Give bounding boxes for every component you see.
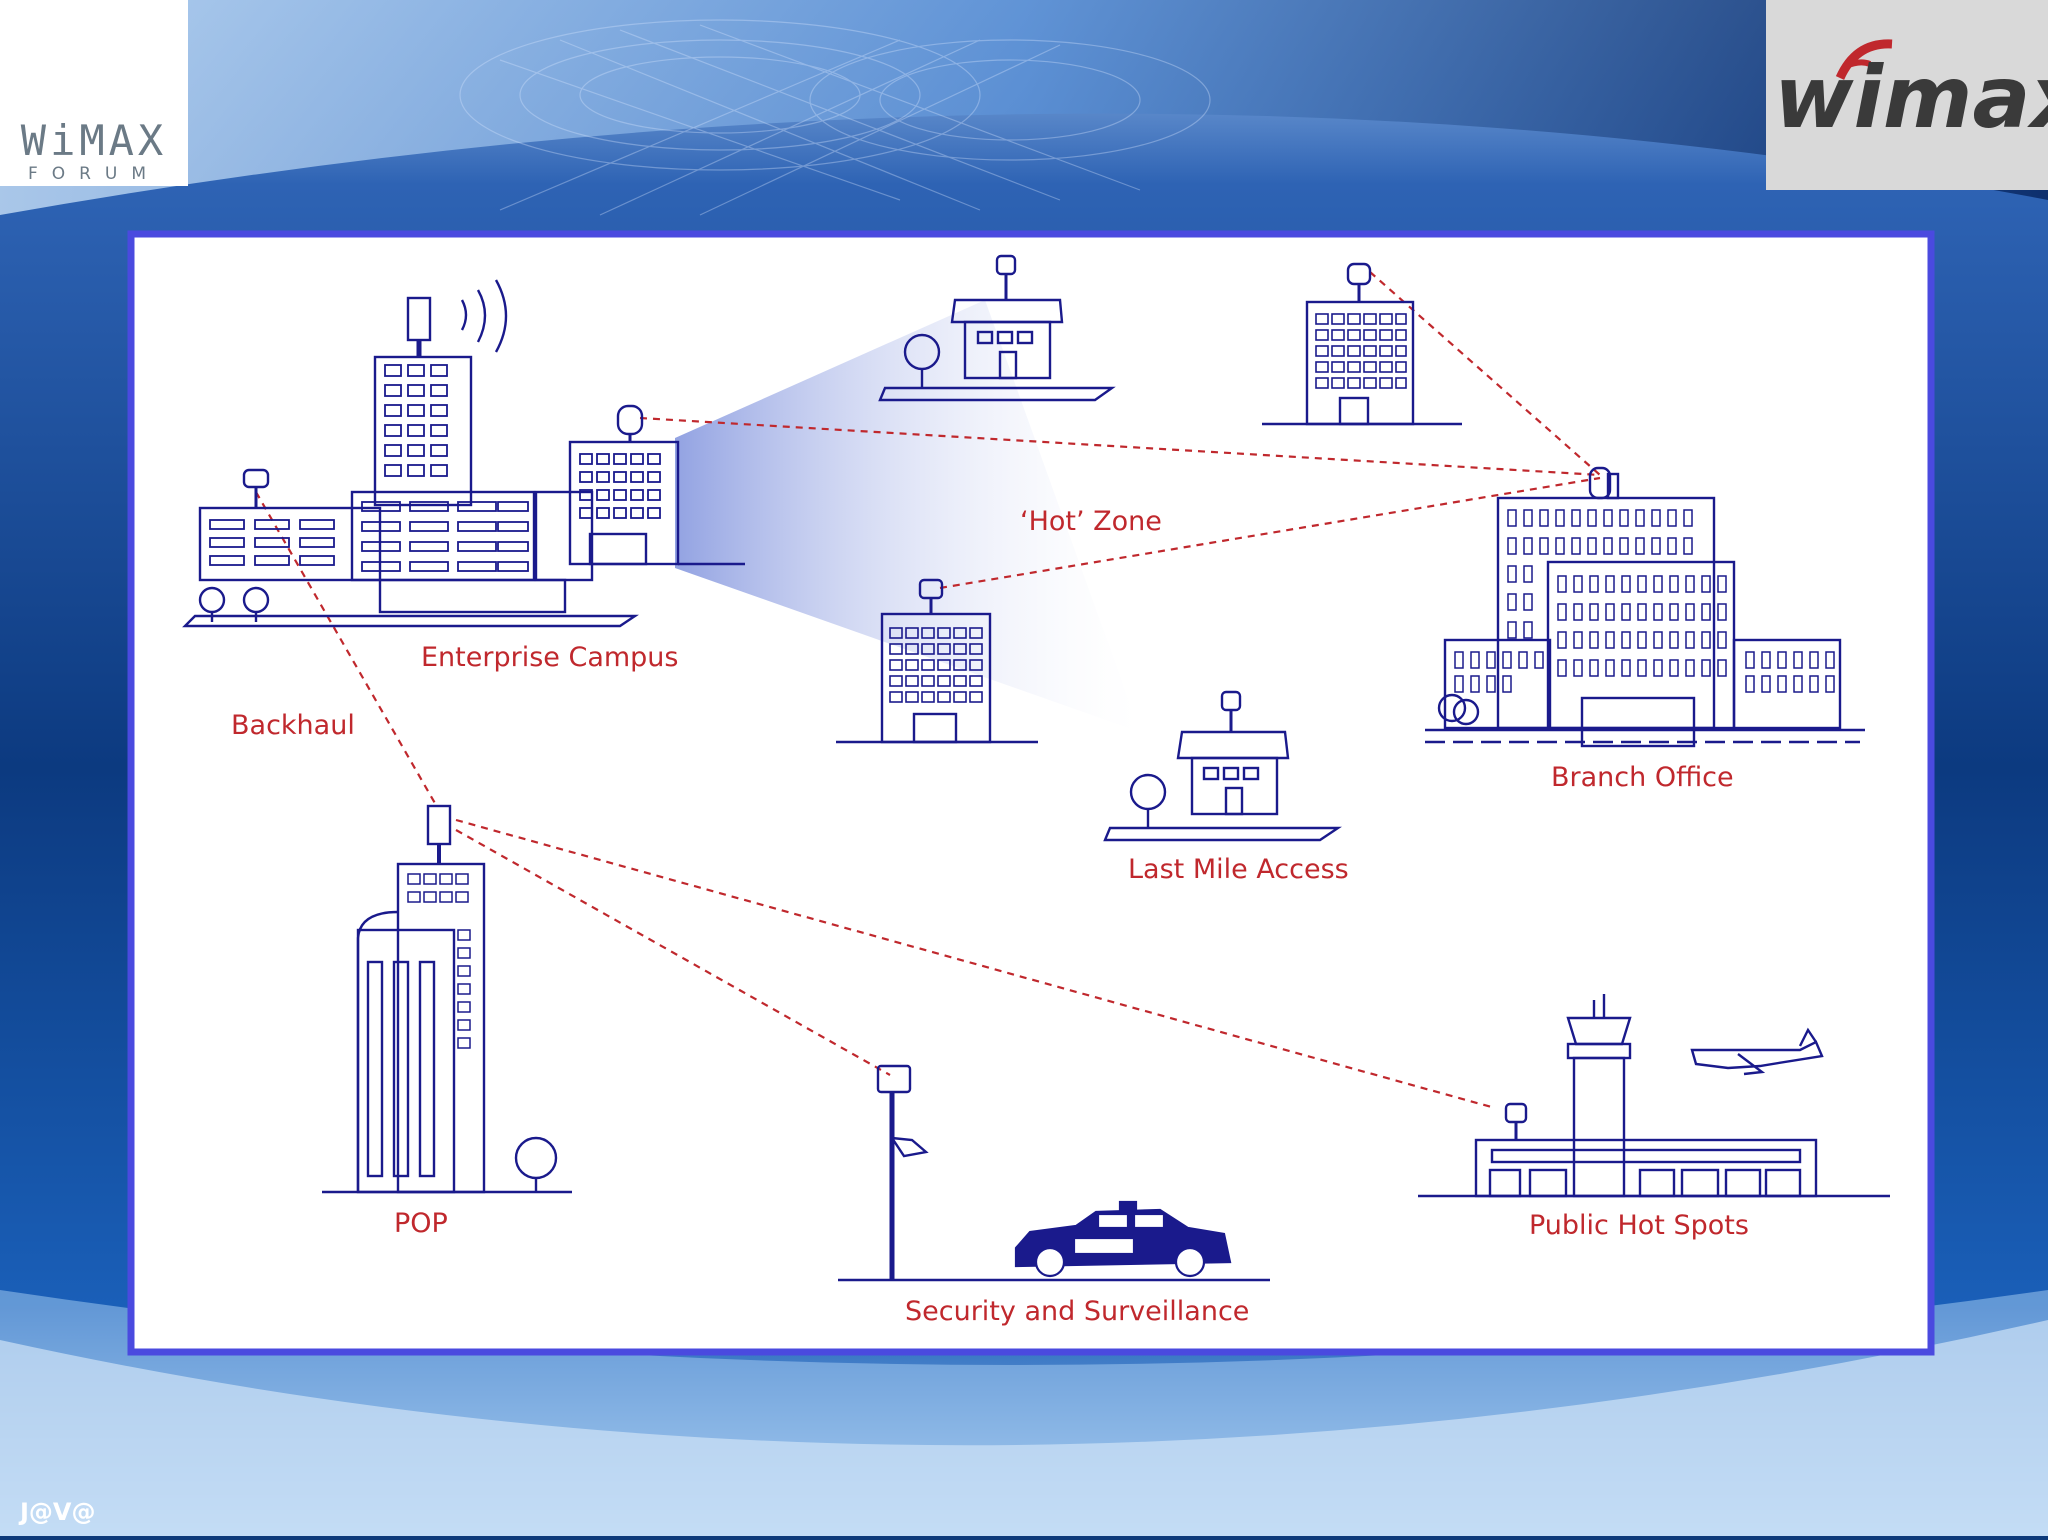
label-public-hot-spots: Public Hot Spots — [1529, 1210, 1749, 1241]
house-top-icon — [878, 254, 1116, 402]
security-pole-icon — [838, 1064, 1270, 1282]
footer-mark: J@V@ — [20, 1498, 96, 1526]
wireless-links — [255, 271, 1601, 1110]
link-pop-security — [455, 829, 891, 1076]
highrise-top-icon — [1262, 262, 1462, 426]
enterprise-campus-icon — [182, 279, 745, 628]
wimax-forum-logo: WiMAX FORUM — [0, 0, 188, 186]
forum-subtitle: FORUM — [27, 164, 161, 184]
police-car-icon — [1014, 1200, 1232, 1278]
last-mile-house-icon — [1103, 690, 1342, 842]
pop-tower-icon — [322, 804, 572, 1194]
wimax-signal-icon — [1835, 39, 1893, 80]
diagram-panel — [127, 230, 1935, 1356]
airport-icon — [1418, 994, 1890, 1198]
header-pattern — [459, 19, 1211, 216]
link-pop-hotspots — [455, 818, 1496, 1110]
label-enterprise-campus: Enterprise Campus — [421, 642, 679, 673]
label-hot-zone: ‘Hot’ Zone — [1020, 506, 1162, 537]
label-last-mile-access: Last Mile Access — [1128, 854, 1349, 885]
hot-zone-beam — [675, 300, 1140, 732]
label-branch-office: Branch Office — [1551, 762, 1734, 793]
link-campus-branch — [639, 416, 1601, 477]
line-art — [182, 254, 1890, 1282]
wimax-logo: wimax — [1766, 0, 2048, 190]
link-backhaul — [255, 491, 437, 806]
branch-office-icon — [1425, 466, 1865, 748]
label-backhaul: Backhaul — [231, 710, 355, 741]
label-pop: POP — [394, 1208, 448, 1239]
label-security-surveillance: Security and Surveillance — [905, 1296, 1250, 1327]
hotzone-building-icon — [836, 578, 1038, 744]
wimax-wordmark: wimax — [1774, 48, 2048, 148]
forum-wordmark: WiMAX — [20, 116, 168, 165]
